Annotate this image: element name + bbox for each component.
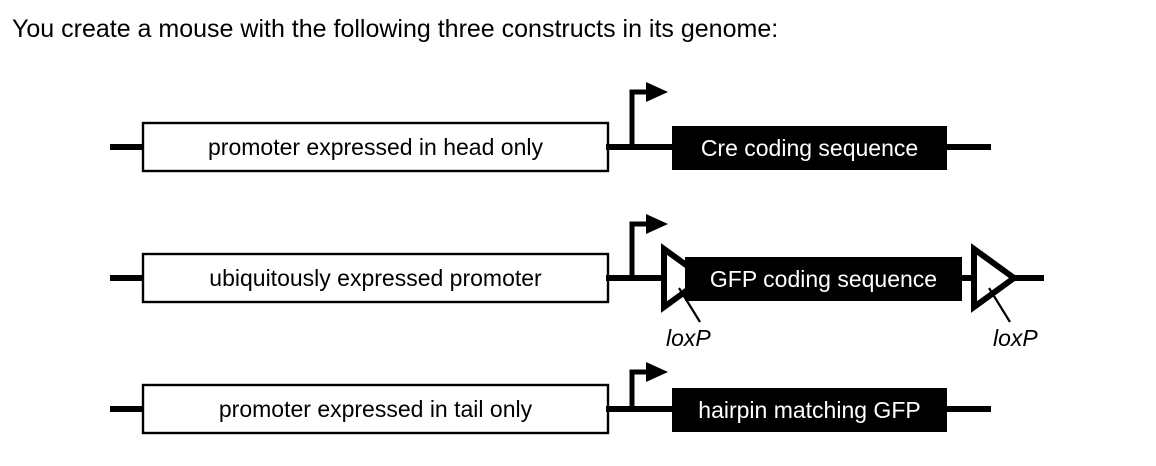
construct-3-group: promoter expressed in tail only hairpin …: [110, 362, 991, 435]
construct-1-transcription-arrow-icon: [629, 82, 668, 147]
construct-2-coding-label: GFP coding sequence: [710, 266, 937, 292]
construct-2-loxp-triangle-right: [971, 243, 1020, 313]
construct-2-promoter-label: ubiquitously expressed promoter: [209, 265, 542, 291]
construct-2-group: ubiquitously expressed promoter GFP codi…: [110, 214, 1044, 351]
construct-1-group: promoter expressed in head only Cre codi…: [110, 82, 991, 173]
prompt-text: You create a mouse with the following th…: [12, 15, 779, 43]
construct-3-promoter-label: promoter expressed in tail only: [219, 396, 533, 422]
construct-2-promoter-box: [141, 252, 610, 304]
construct-1-promoter-label: promoter expressed in head only: [208, 134, 543, 160]
construct-2-loxp-label-left: loxP: [666, 325, 711, 351]
construct-1-promoter-box: [141, 121, 610, 173]
construct-2-transcription-arrow-icon: [629, 214, 668, 278]
construct-3-coding-label: hairpin matching GFP: [698, 397, 920, 423]
construct-1-coding-label: Cre coding sequence: [701, 135, 918, 161]
construct-2-loxp-leader-right: [988, 287, 1011, 323]
construct-1-coding-box: [672, 126, 947, 170]
construct-2-loxp-label-right: loxP: [993, 325, 1038, 351]
construct-2-loxp-triangle-left: [661, 243, 710, 313]
construct-3-coding-box: [672, 388, 947, 432]
construct-3-transcription-arrow-icon: [629, 362, 668, 409]
construct-2-loxp-leader-left: [678, 287, 701, 323]
construct-3-promoter-box: [141, 383, 610, 435]
construct-2-coding-box: [685, 257, 962, 301]
